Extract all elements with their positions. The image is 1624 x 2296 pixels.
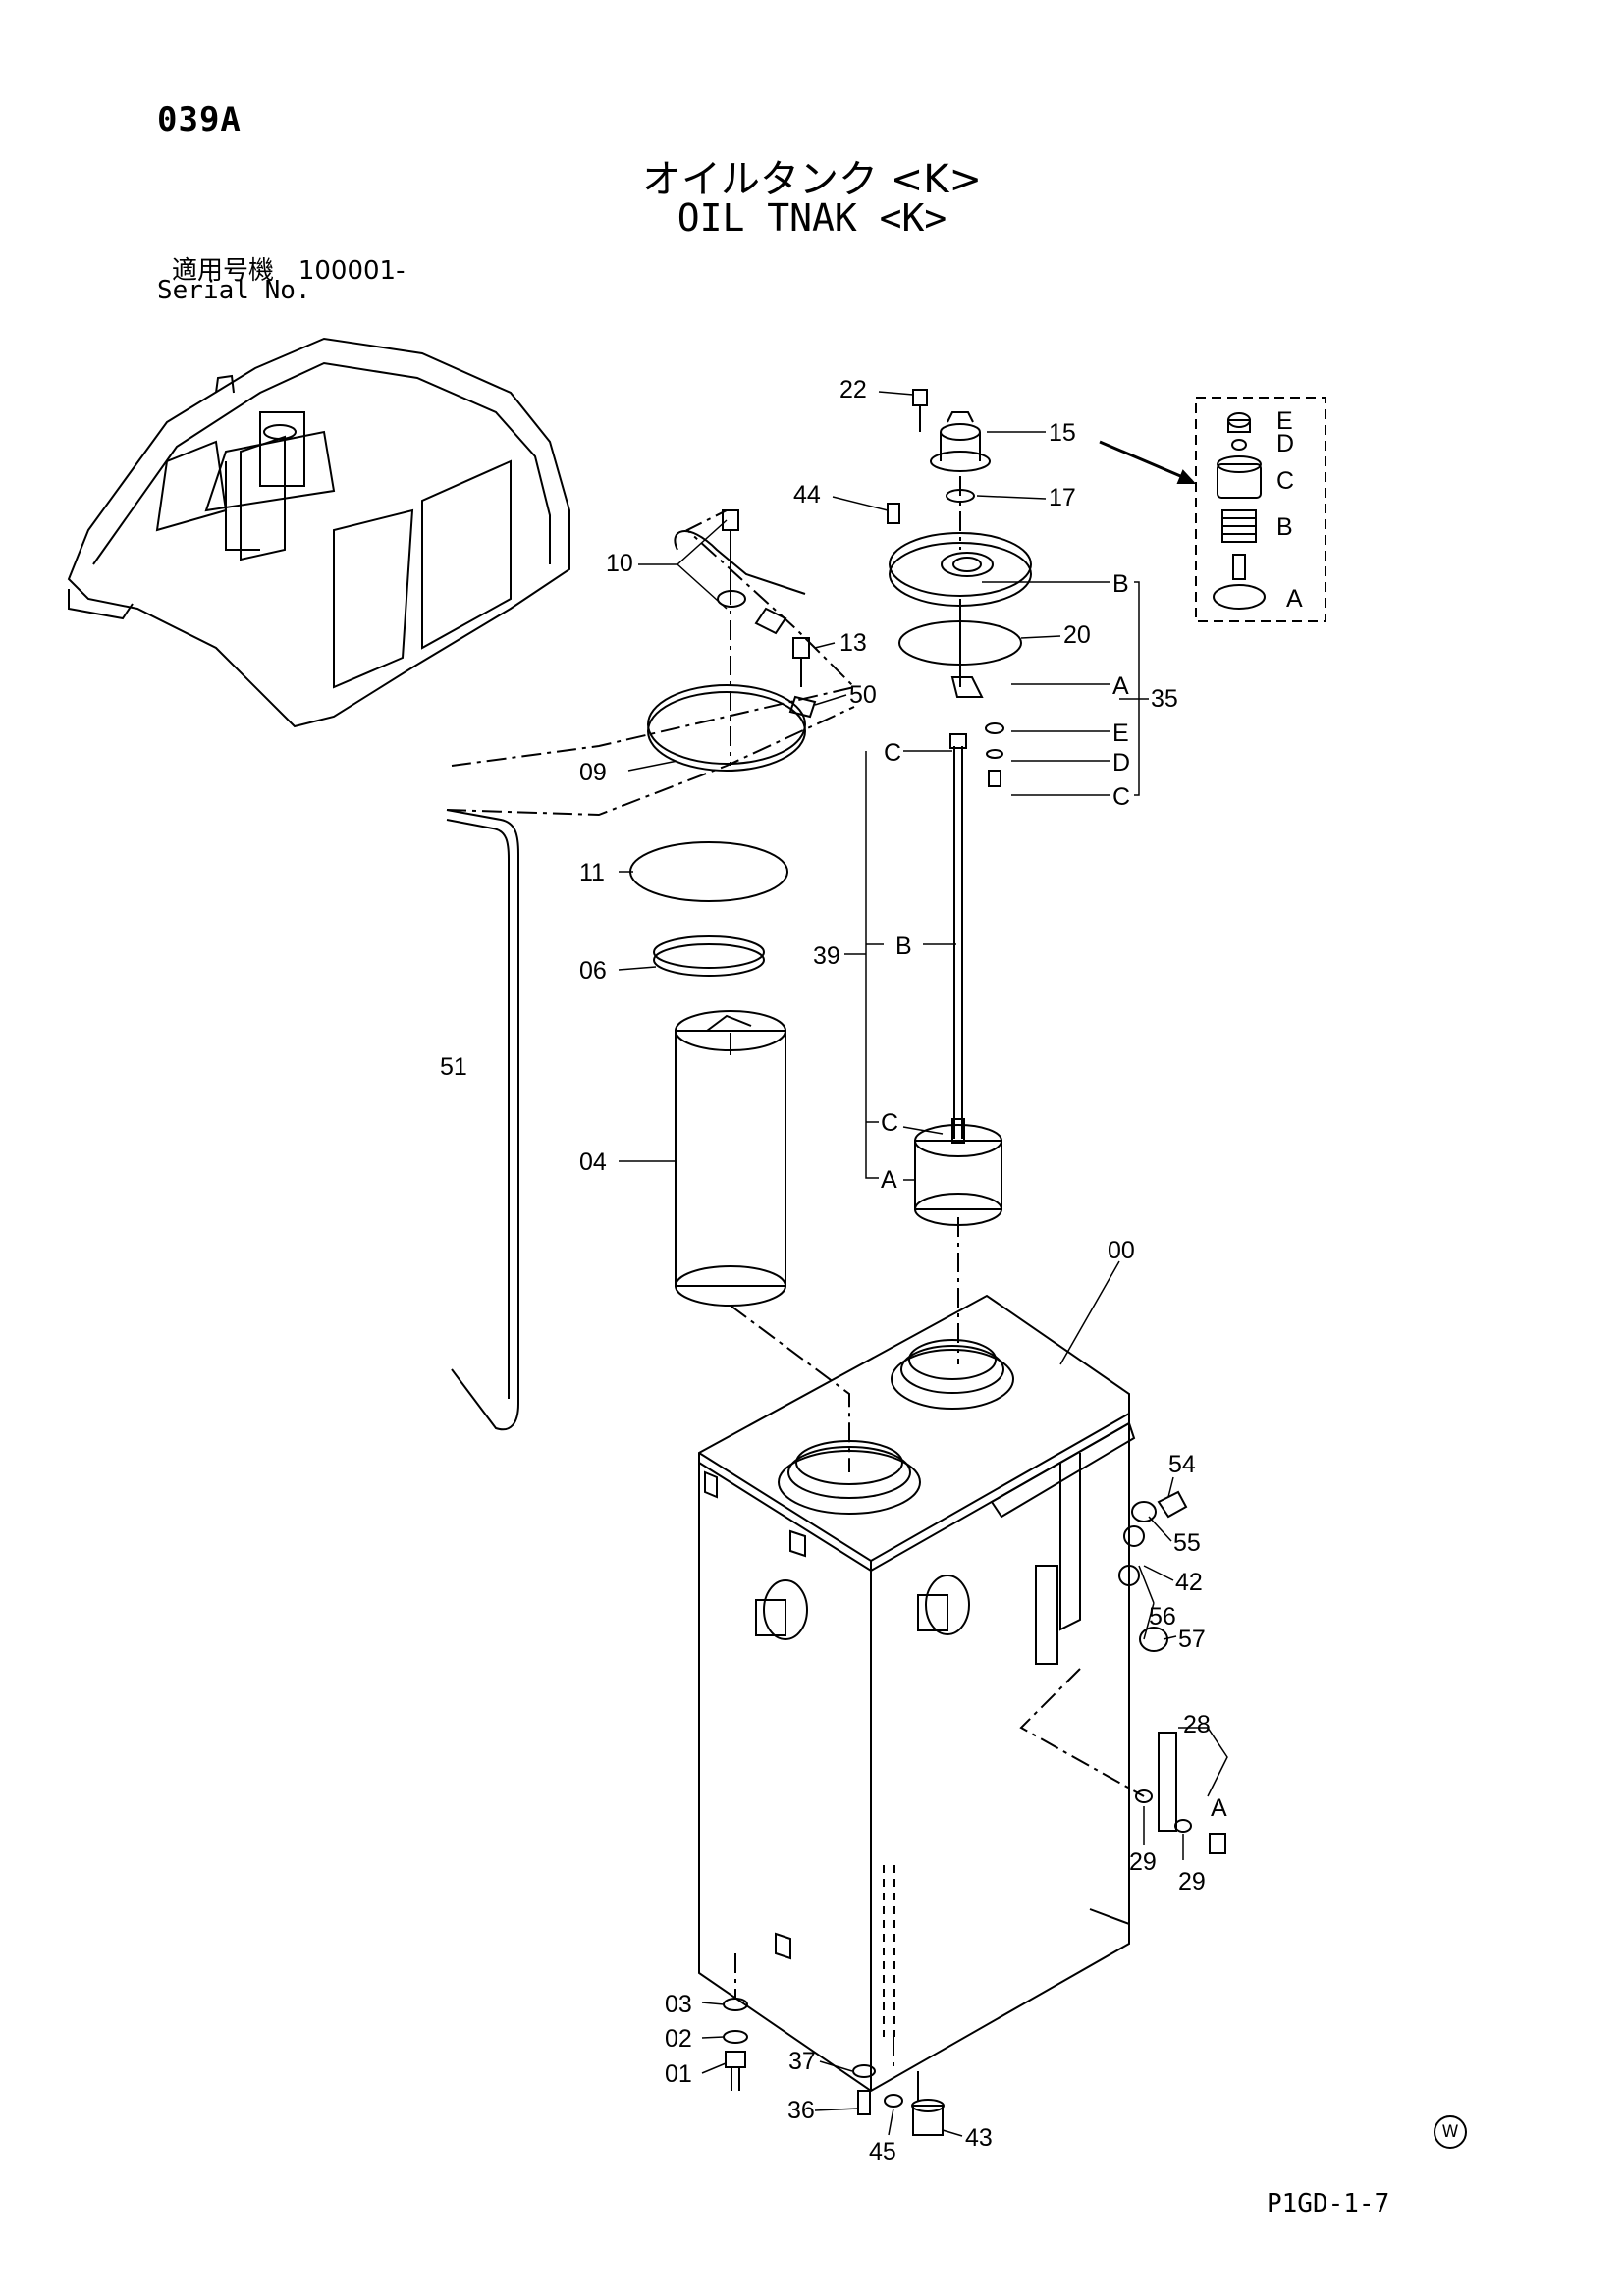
callout-51: 51 (440, 1053, 467, 1081)
serial-label-en: Serial No. (157, 276, 311, 305)
callout-20: 20 (1063, 621, 1091, 649)
callout-02: 02 (665, 2025, 692, 2053)
group39-label-c-top: C (884, 739, 901, 767)
excavator-cab-illustration (67, 337, 570, 728)
page-reference: P1GD-1-7 (1267, 2189, 1390, 2218)
callout-45: 45 (869, 2138, 896, 2165)
title-japanese: オイルタンク <K> (642, 157, 982, 202)
oil-tank-body (698, 1294, 1136, 2093)
callout-29-left: 29 (1129, 1848, 1157, 1876)
group28-label-a: A (1211, 1794, 1227, 1822)
group35-label-d: D (1112, 749, 1130, 776)
callout-00: 00 (1108, 1237, 1135, 1264)
callout-35: 35 (1151, 685, 1178, 713)
callout-36: 36 (787, 2097, 815, 2124)
alignment-lines (446, 476, 1145, 2071)
filter-cover-plate (889, 532, 1032, 787)
callout-22: 22 (839, 376, 867, 403)
inset-label-e: E (1276, 407, 1293, 435)
sub-letter-labels: E D C B A B A E D C C B C A A (881, 407, 1303, 1822)
callout-57: 57 (1178, 1626, 1206, 1653)
callout-numbers: 22 15 44 17 10 13 20 35 50 09 11 06 39 5… (440, 376, 1211, 2165)
inset-label-b: B (1276, 513, 1293, 541)
suction-rod-assembly (914, 733, 1002, 1226)
group35-label-a: A (1112, 672, 1129, 700)
inset-label-c: C (1276, 467, 1294, 495)
callout-42: 42 (1175, 1569, 1203, 1596)
breather-assembly (887, 389, 991, 524)
callout-03: 03 (665, 1991, 692, 2018)
callout-28: 28 (1183, 1711, 1211, 1738)
callout-17: 17 (1049, 484, 1076, 511)
group35-label-b: B (1112, 570, 1129, 598)
serial-value: 100001- (298, 256, 406, 286)
leader-lines (618, 391, 1228, 2137)
callout-01: 01 (665, 2060, 692, 2088)
callout-09: 09 (579, 759, 607, 786)
callout-37: 37 (788, 2048, 816, 2075)
return-filter-stack (629, 841, 788, 1307)
drain-bolts (723, 1998, 945, 2136)
callout-43: 43 (965, 2124, 993, 2152)
group39-label-c-bottom: C (881, 1109, 898, 1137)
callout-50: 50 (849, 681, 877, 709)
group35-label-c: C (1112, 783, 1130, 811)
level-gauge-rod (446, 809, 519, 1431)
group39-label-b: B (895, 933, 912, 960)
callout-44: 44 (793, 481, 821, 508)
serial-row: 適用号機 100001- (172, 250, 405, 287)
callout-13: 13 (839, 629, 867, 657)
inset-label-d: D (1276, 430, 1294, 457)
callout-56: 56 (1149, 1603, 1176, 1630)
tank-fittings (1118, 1490, 1188, 1652)
callout-11: 11 (579, 859, 605, 886)
callout-29-right: 29 (1178, 1868, 1206, 1896)
inset-detail-15 (1099, 397, 1326, 622)
watermark-circle-w: W (1434, 2115, 1467, 2149)
group35-label-e: E (1112, 720, 1129, 747)
group-brackets (844, 581, 1149, 1181)
page-code: 039A (157, 100, 242, 139)
callout-10: 10 (606, 550, 633, 577)
brackets-and-washers (1135, 1732, 1226, 1854)
callout-15: 15 (1049, 419, 1076, 447)
serial-label-jp: 適用号機 (172, 256, 275, 286)
callout-39: 39 (813, 942, 840, 970)
inset-label-a: A (1286, 585, 1303, 613)
callout-04: 04 (579, 1148, 607, 1176)
callout-55: 55 (1173, 1529, 1201, 1557)
title-english: OIL TNAK <K> (677, 196, 947, 240)
group39-label-a: A (881, 1166, 897, 1194)
callout-06: 06 (579, 957, 607, 985)
callout-54: 54 (1168, 1451, 1196, 1478)
